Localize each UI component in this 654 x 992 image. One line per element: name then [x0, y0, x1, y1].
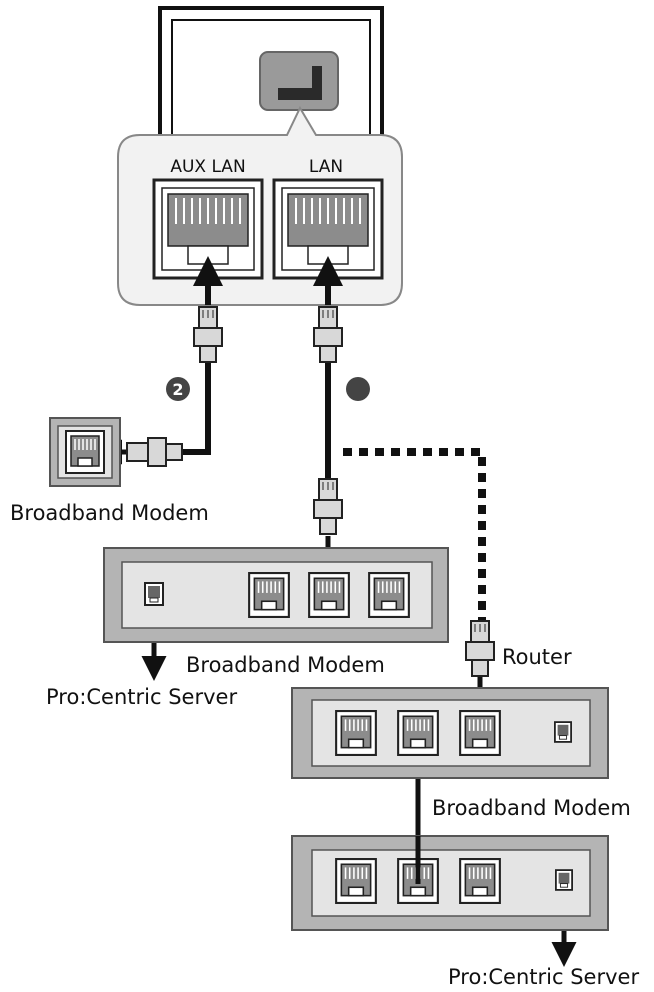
main-modem-port-1[interactable]: [247, 572, 291, 618]
aux-lan-cable: [178, 362, 211, 455]
lan-plug: [313, 306, 343, 363]
broadband-modem-main-label: Broadband Modem: [186, 653, 385, 677]
lower-modem-wan-jack[interactable]: [555, 869, 573, 891]
broadband-modem-main: [103, 547, 449, 643]
broadband-modem-right-label: Broadband Modem: [432, 796, 631, 820]
small-modem-plug: [126, 437, 183, 467]
server-left-label: Pro:Centric Server: [46, 685, 237, 709]
lan-label: LAN: [309, 157, 343, 177]
broadband-modem-small-label: Broadband Modem: [10, 501, 209, 525]
broadband-modem-small: [49, 417, 121, 487]
main-modem-port-3[interactable]: [367, 572, 411, 618]
main-modem-wan-jack[interactable]: [144, 582, 164, 606]
router-port-3[interactable]: [459, 710, 501, 756]
lower-modem-port-1[interactable]: [335, 858, 377, 904]
router-device: [291, 687, 609, 779]
router-plug: [465, 620, 495, 677]
broadband-modem-lower: [291, 835, 609, 931]
tv-set: [158, 6, 384, 138]
tv-port-icon: [259, 51, 339, 111]
step-2-marker: 2: [166, 377, 190, 401]
router-port-2[interactable]: [397, 710, 439, 756]
router-label: Router: [502, 645, 572, 669]
lower-modem-port-3[interactable]: [459, 858, 501, 904]
aux-lan-plug: [193, 306, 223, 363]
server-bottom-label: Pro:Centric Server: [448, 965, 639, 989]
main-modem-plug: [313, 478, 343, 535]
router-wan-jack[interactable]: [554, 721, 572, 743]
step-2-number: 2: [172, 380, 183, 399]
router-port-1[interactable]: [335, 710, 377, 756]
aux-lan-label: AUX LAN: [170, 157, 245, 177]
step-1-marker: [346, 377, 370, 401]
main-modem-port-2[interactable]: [307, 572, 351, 618]
